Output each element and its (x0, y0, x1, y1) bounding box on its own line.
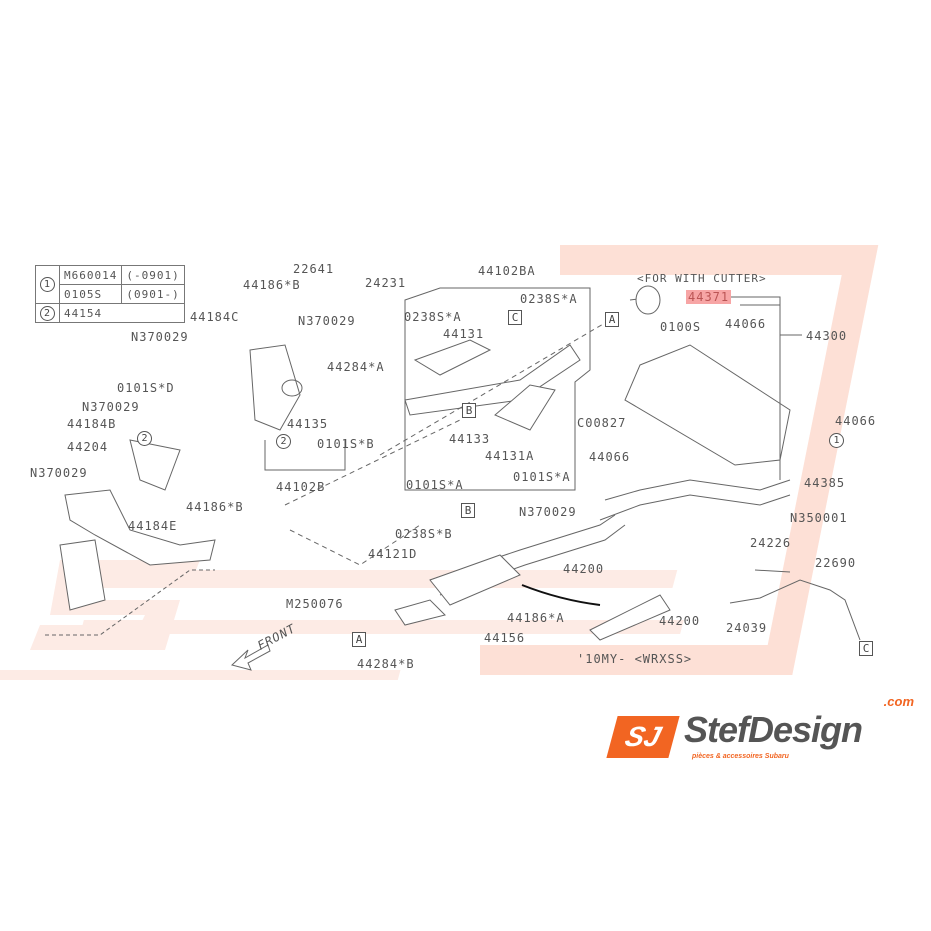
logo-name: StefDesign (684, 709, 863, 750)
part-label[interactable]: 44284*B (357, 657, 415, 671)
ref-box-b: B (462, 403, 476, 418)
ref-circle-2: 2 (40, 305, 55, 321)
part-label[interactable]: 0101S*D (117, 381, 175, 395)
part-label[interactable]: 0238S*A (520, 292, 578, 306)
part-label[interactable]: 0238S*A (404, 310, 462, 324)
ref-box-b: B (461, 503, 475, 518)
resonator-wrxss (589, 594, 671, 641)
brand-logo: SJ StefDesign .com pièces & accessoires … (606, 694, 922, 768)
pipe-flange (394, 599, 446, 626)
part-label[interactable]: 44156 (484, 631, 526, 645)
ref-box-c: C (859, 641, 873, 656)
watermark-brand-picture (0, 560, 684, 680)
logo-mark: SJ (606, 716, 680, 758)
part-label[interactable]: 44133 (449, 432, 491, 446)
legend-range: (-0901) (121, 265, 185, 285)
logo-domain: .com (883, 694, 914, 709)
part-label[interactable]: 44102BA (478, 264, 536, 278)
part-label[interactable]: 44121D (368, 547, 418, 561)
ref-box-c: C (508, 310, 522, 325)
manifold-part (249, 344, 301, 431)
part-label[interactable]: 44385 (804, 476, 846, 490)
rear-pipe-bottom (599, 494, 791, 521)
group-bracket-44102ba (404, 287, 591, 491)
muffler-44300 (624, 344, 791, 466)
part-label[interactable]: 44066 (589, 450, 631, 464)
part-label[interactable]: 44066 (725, 317, 767, 331)
part-label[interactable]: 44184B (67, 417, 117, 431)
tail-cutter-44371 (635, 285, 661, 315)
note-wrxss: '10MY- <WRXSS> (577, 652, 693, 666)
ref-box-a: A (605, 312, 619, 327)
part-label[interactable]: 44200 (659, 614, 701, 628)
part-label[interactable]: N370029 (519, 505, 577, 519)
part-label[interactable]: N370029 (131, 330, 189, 344)
part-label[interactable]: 44184C (190, 310, 240, 324)
leader-line (45, 569, 215, 636)
center-pipe-cat (404, 344, 581, 416)
part-label[interactable]: N370029 (82, 400, 140, 414)
part-label[interactable]: 24226 (750, 536, 792, 550)
part-label[interactable]: 44186*B (243, 278, 301, 292)
part-label[interactable]: N350001 (790, 511, 848, 525)
part-label[interactable]: 44200 (563, 562, 605, 576)
part-label[interactable]: 22690 (815, 556, 857, 570)
watermark-sj-mark (480, 245, 879, 675)
leader-line (720, 296, 802, 480)
ref-circle-1: 1 (829, 433, 844, 448)
variant-pointer-line (521, 584, 601, 606)
part-label[interactable]: 44300 (806, 329, 848, 343)
downpipe-assembly (64, 489, 216, 566)
logo-tagline: pièces & accessoires Subaru (692, 753, 789, 760)
part-label[interactable]: 24039 (726, 621, 768, 635)
part-label[interactable]: 44131A (485, 449, 535, 463)
cover-44131 (413, 339, 492, 376)
part-label[interactable]: 44186*B (186, 500, 244, 514)
sensor-wire (729, 579, 861, 641)
rear-pipe-top (604, 479, 791, 501)
part-label[interactable]: 44135 (287, 417, 329, 431)
part-label[interactable]: 24231 (365, 276, 407, 290)
part-label[interactable]: 0238S*B (395, 527, 453, 541)
part-label[interactable]: C00827 (577, 416, 627, 430)
cover-44131a (494, 384, 556, 431)
part-label[interactable]: 22641 (293, 262, 335, 276)
part-label[interactable]: 0100S (660, 320, 702, 334)
legend-part: 44154 (59, 303, 185, 323)
legend-marker-1: 1 (35, 265, 60, 304)
ref-circle-2: 2 (276, 434, 291, 449)
legend-range: (0901-) (121, 284, 185, 304)
gasket-44135 (281, 379, 303, 397)
pipe-44204 (129, 439, 181, 491)
part-label[interactable]: 0101S*A (513, 470, 571, 484)
part-label[interactable]: 44066 (835, 414, 877, 428)
part-label[interactable]: 44204 (67, 440, 109, 454)
ref-circle-1: 1 (40, 277, 55, 292)
part-label[interactable]: 44102B (276, 480, 326, 494)
ref-circle-2: 2 (137, 431, 152, 446)
part-label[interactable]: 0101S*B (317, 437, 375, 451)
resonator-44200 (429, 554, 521, 606)
legend-part: M660014 (58, 265, 123, 285)
bolt-24226 (754, 569, 791, 573)
part-label[interactable]: 44131 (443, 327, 485, 341)
part-label-highlighted[interactable]: 44371 (686, 290, 732, 304)
part-label[interactable]: 44186*A (507, 611, 565, 625)
part-label[interactable]: 0101S*A (406, 478, 464, 492)
note-for-with-cutter: <FOR WITH CUTTER> (637, 272, 767, 285)
legend-marker-2: 2 (35, 303, 60, 323)
group-bracket-44102b (264, 440, 346, 471)
part-label[interactable]: M250076 (286, 597, 344, 611)
legend-part: 0105S (58, 284, 123, 304)
heat-shield (59, 539, 106, 611)
ref-box-a: A (352, 632, 366, 647)
leader-line (284, 319, 611, 566)
part-label[interactable]: 44184E (128, 519, 178, 533)
legend-table: 1 M660014(-0901) 0105S(0901-) 2 44154 (35, 265, 185, 323)
part-label[interactable]: N370029 (298, 314, 356, 328)
part-label[interactable]: N370029 (30, 466, 88, 480)
front-arrow-icon (230, 644, 271, 671)
part-label[interactable]: 44284*A (327, 360, 385, 374)
